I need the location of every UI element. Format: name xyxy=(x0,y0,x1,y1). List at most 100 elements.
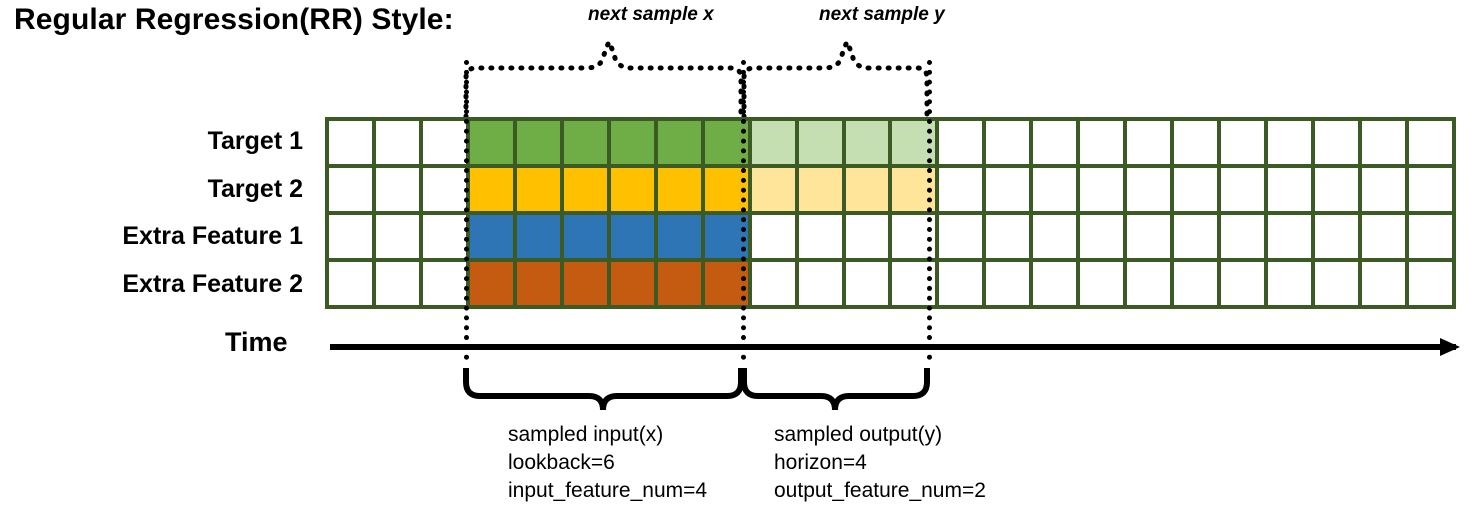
grid-cell-r1-c11 xyxy=(798,121,842,164)
grid-cell-r2-c23 xyxy=(1362,168,1406,211)
grid-cell-r4-c22 xyxy=(1315,262,1359,305)
grid-cell-r3-c23 xyxy=(1362,215,1406,258)
grid-cell-r2-c14 xyxy=(939,168,983,211)
grid-cell-r1-c20 xyxy=(1221,121,1265,164)
grid-cell-r2-c12 xyxy=(845,168,889,211)
grid-cell-r1-c23 xyxy=(1362,121,1406,164)
grid-cell-r1-c10 xyxy=(751,121,795,164)
grid-cell-r2-c6 xyxy=(563,168,607,211)
grid-cell-r4-c11 xyxy=(798,262,842,305)
caption-input-line-1: sampled input(x) xyxy=(508,423,664,446)
grid-cell-r4-c18 xyxy=(1127,262,1171,305)
grid-cell-r3-c12 xyxy=(845,215,889,258)
timeseries-grid xyxy=(325,117,1456,309)
grid-cell-r4-c24 xyxy=(1409,262,1452,305)
grid-cell-r2-c21 xyxy=(1268,168,1312,211)
grid-cell-r4-c8 xyxy=(657,262,701,305)
grid-cell-r3-c7 xyxy=(610,215,654,258)
grid-cell-r3-c11 xyxy=(798,215,842,258)
row-label-target-1: Target 1 xyxy=(207,127,303,156)
grid-cell-r3-c8 xyxy=(657,215,701,258)
grid-cell-r3-c5 xyxy=(516,215,560,258)
row-label-extra-feature-2: Extra Feature 2 xyxy=(122,269,303,298)
grid-cell-r4-c5 xyxy=(516,262,560,305)
grid-cell-r3-c1 xyxy=(329,215,372,258)
caption-output-line-2: horizon=4 xyxy=(774,450,867,474)
grid-cell-r3-c20 xyxy=(1221,215,1265,258)
grid-cell-r1-c5 xyxy=(516,121,560,164)
grid-cell-r4-c14 xyxy=(939,262,983,305)
grid-cell-r3-c15 xyxy=(986,215,1030,258)
grid-cell-r4-c15 xyxy=(986,262,1030,305)
grid-cell-r3-c21 xyxy=(1268,215,1312,258)
grid-cell-r2-c4 xyxy=(469,168,513,211)
grid-cell-r4-c2 xyxy=(375,262,419,305)
row-label-column: Target 1 Target 2 Extra Feature 1 Extra … xyxy=(0,118,313,308)
guide-line-input-start xyxy=(464,60,469,360)
grid-cell-r2-c20 xyxy=(1221,168,1265,211)
grid-cell-r3-c2 xyxy=(375,215,419,258)
grid-cell-r1-c1 xyxy=(329,121,372,164)
grid-cell-r2-c22 xyxy=(1315,168,1359,211)
row-label-target-2: Target 2 xyxy=(207,174,303,203)
arrow-right-icon xyxy=(1440,338,1460,356)
grid-cell-r3-c9 xyxy=(704,215,748,258)
grid-cell-r4-c20 xyxy=(1221,262,1265,305)
grid-cell-r4-c6 xyxy=(563,262,607,305)
grid-cell-r1-c6 xyxy=(563,121,607,164)
annotation-next-sample-y: next sample y xyxy=(819,4,945,25)
page-title: Regular Regression(RR) Style: xyxy=(14,3,454,36)
grid-cell-r1-c14 xyxy=(939,121,983,164)
grid-cell-r2-c16 xyxy=(1033,168,1077,211)
grid-cell-r1-c12 xyxy=(845,121,889,164)
guide-line-output-end xyxy=(927,60,932,360)
caption-output-line-3: output_feature_num=2 xyxy=(774,478,986,502)
grid-cell-r2-c11 xyxy=(798,168,842,211)
caption-output-line-1: sampled output(y) xyxy=(774,423,943,446)
grid-cell-r2-c7 xyxy=(610,168,654,211)
grid-cell-r4-c17 xyxy=(1080,262,1124,305)
grid-cell-r4-c19 xyxy=(1174,262,1218,305)
grid-cell-r2-c5 xyxy=(516,168,560,211)
grid-cell-r2-c19 xyxy=(1174,168,1218,211)
grid-cell-r2-c3 xyxy=(422,168,466,211)
grid-cell-r4-c3 xyxy=(422,262,466,305)
grid-cell-r2-c15 xyxy=(986,168,1030,211)
grid-cell-r3-c17 xyxy=(1080,215,1124,258)
grid-cell-r1-c8 xyxy=(657,121,701,164)
grid-cell-r2-c8 xyxy=(657,168,701,211)
grid-cell-r2-c17 xyxy=(1080,168,1124,211)
caption-input-line-2: lookback=6 xyxy=(508,450,615,474)
grid-cell-r1-c9 xyxy=(704,121,748,164)
grid-cell-r3-c16 xyxy=(1033,215,1077,258)
caption-input-line-3: input_feature_num=4 xyxy=(508,478,708,502)
grid-cell-r4-c4 xyxy=(469,262,513,305)
grid-cell-r4-c21 xyxy=(1268,262,1312,305)
grid-cell-r3-c14 xyxy=(939,215,983,258)
grid-cell-r3-c18 xyxy=(1127,215,1171,258)
grid-cell-r1-c17 xyxy=(1080,121,1124,164)
grid-cell-r1-c16 xyxy=(1033,121,1077,164)
grid-cell-r1-c22 xyxy=(1315,121,1359,164)
caption-sampled-input: sampled input(x) lookback=6 input_featur… xyxy=(508,421,707,505)
grid-cell-r4-c12 xyxy=(845,262,889,305)
grid-cell-r1-c19 xyxy=(1174,121,1218,164)
grid-cell-r3-c3 xyxy=(422,215,466,258)
grid-cell-r3-c4 xyxy=(469,215,513,258)
grid-cell-r3-c10 xyxy=(751,215,795,258)
grid-cell-r3-c19 xyxy=(1174,215,1218,258)
grid-cell-r1-c15 xyxy=(986,121,1030,164)
grid-cell-r1-c3 xyxy=(422,121,466,164)
grid-cell-r4-c1 xyxy=(329,262,372,305)
guide-line-input-end xyxy=(741,60,746,360)
annotation-next-sample-x: next sample x xyxy=(588,4,714,25)
grid-cell-r2-c9 xyxy=(704,168,748,211)
grid-cell-r4-c9 xyxy=(704,262,748,305)
grid-cell-r2-c10 xyxy=(751,168,795,211)
grid-cell-r3-c22 xyxy=(1315,215,1359,258)
grid-cell-r2-c24 xyxy=(1409,168,1452,211)
grid-cell-r2-c1 xyxy=(329,168,372,211)
grid-cell-r1-c24 xyxy=(1409,121,1452,164)
grid-cell-r4-c10 xyxy=(751,262,795,305)
